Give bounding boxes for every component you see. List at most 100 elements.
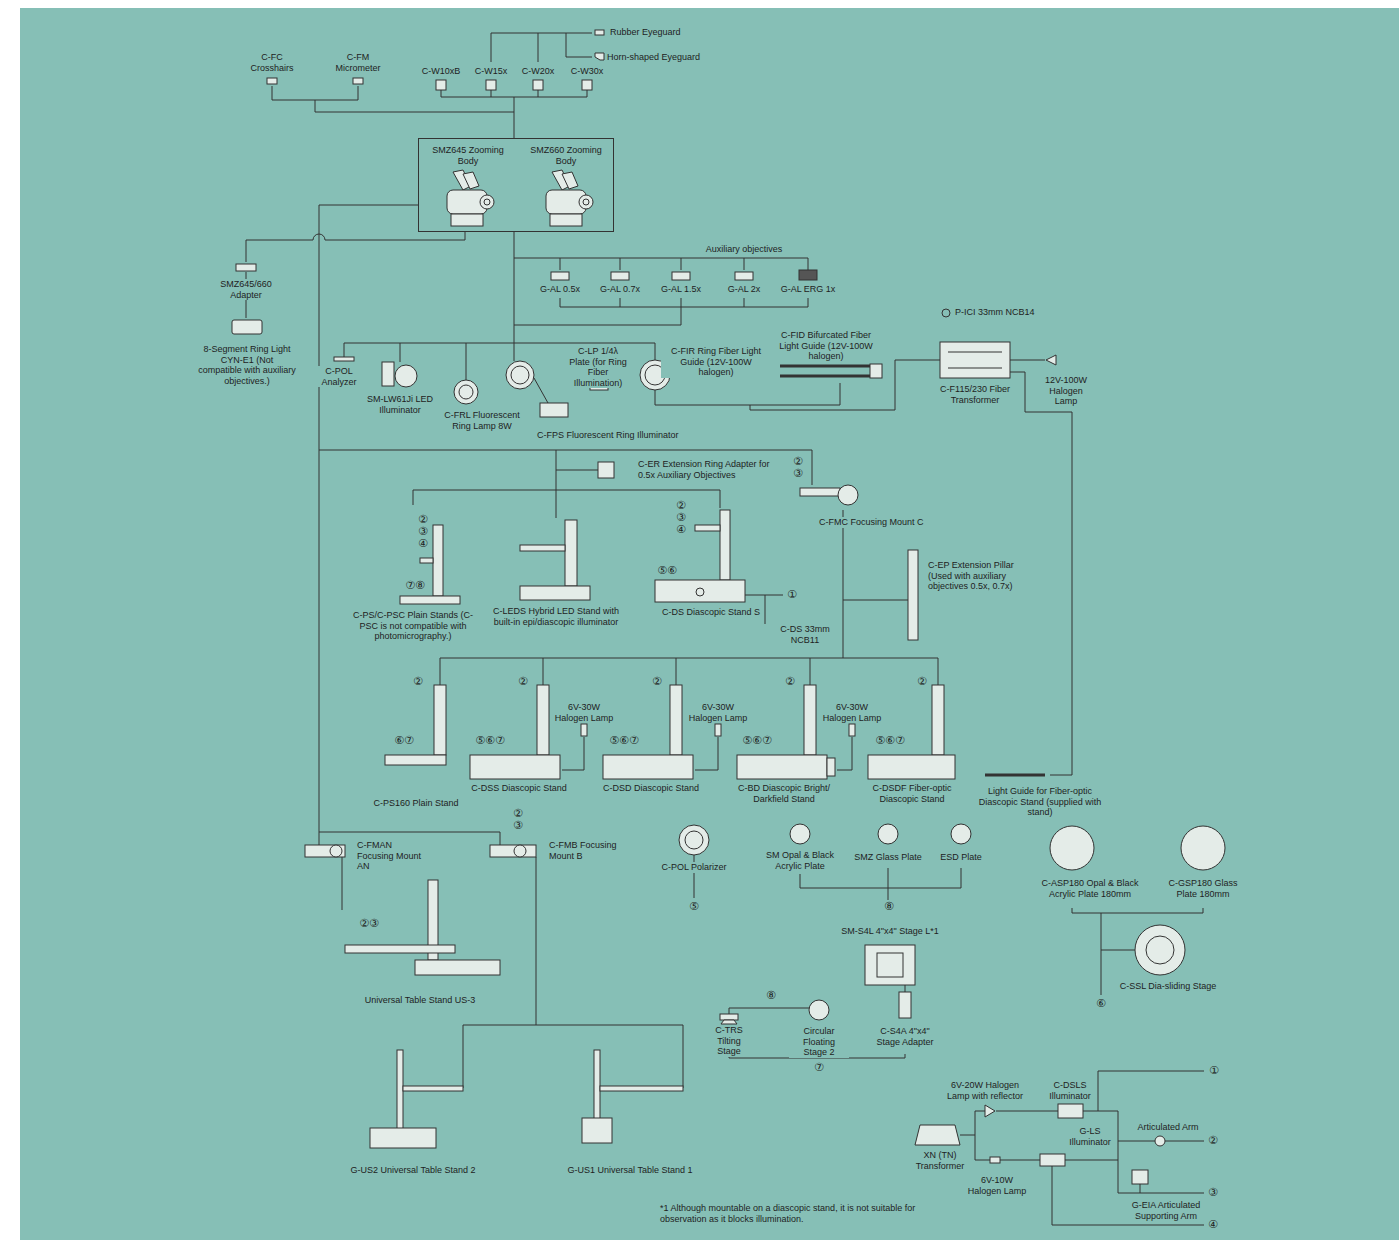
part-illustration [385, 755, 446, 765]
callout-number: ⑥⑦ [394, 735, 414, 747]
callout-number: ② [418, 514, 428, 526]
part-name: SMZ660 Zooming Body [521, 145, 611, 166]
part-illustration [985, 774, 1045, 777]
part-illustration [827, 758, 835, 776]
part-illustration [395, 365, 417, 387]
body-group-box: SMZ645 Zooming Body SMZ660 Zooming Body [418, 138, 614, 232]
part-illustration [334, 357, 354, 361]
connector-line [319, 450, 812, 518]
part-illustration [520, 586, 590, 600]
part-illustration [345, 945, 455, 953]
connector-line [342, 857, 343, 910]
connector-line [272, 86, 514, 112]
part-illustration [579, 195, 593, 209]
part-label: SM Opal & Black Acrylic Plate [755, 850, 845, 871]
part-illustration [565, 520, 577, 586]
connector-line [960, 1111, 1058, 1135]
part-name: SMZ645 Zooming Body [423, 145, 513, 166]
part-label: ESD Plate [939, 852, 983, 863]
part-illustration [655, 580, 745, 602]
part-label: C-W30x [570, 66, 605, 77]
part-illustration [790, 824, 810, 844]
callout-number: ⑥ [1096, 998, 1106, 1010]
part-label: C-FRL Fluorescent Ring Lamp 8W [442, 410, 522, 431]
callout-number: ② [652, 676, 662, 688]
callout-number: ② [1208, 1135, 1218, 1147]
part-label: *1 Although mountable on a diascopic sta… [659, 1203, 949, 1224]
connector-line [843, 600, 908, 601]
callout-number: ⑧ [766, 990, 776, 1002]
part-label: C-FID Bifurcated Fiber Light Guide (12V-… [774, 330, 879, 362]
part-illustration [672, 272, 690, 280]
part-illustration [470, 755, 560, 779]
connector-line [441, 90, 587, 138]
part-label: C-SSL Dia-sliding Stage [1119, 981, 1218, 992]
part-label: G-AL ERG 1x [780, 284, 837, 295]
part-label: C-FM Micrometer [331, 52, 386, 73]
part-illustration [915, 1125, 960, 1145]
part-illustration [598, 462, 614, 478]
part-illustration [899, 992, 911, 1018]
part-illustration [611, 272, 629, 280]
part-illustration [720, 1014, 738, 1020]
part-illustration [490, 845, 536, 857]
part-illustration [533, 80, 543, 90]
part-illustration [1058, 1104, 1083, 1118]
part-illustration [506, 361, 534, 389]
callout-number: ② [676, 500, 686, 512]
connector-line [1118, 1141, 1204, 1193]
part-illustration [1146, 936, 1174, 964]
part-label: C-TRS Tilting Stage [704, 1025, 754, 1057]
part-illustration [942, 309, 950, 317]
part-label: C-DSS Diascopic Stand [470, 783, 568, 794]
part-label: G-US1 Universal Table Stand 1 [567, 1165, 694, 1176]
part-illustration [514, 845, 526, 857]
part-illustration [849, 724, 855, 736]
part-label: C-POL Polarizer [660, 862, 727, 873]
part-illustration [330, 845, 342, 857]
part-illustration [520, 545, 565, 551]
part-label: 6V-30W Halogen Lamp [553, 702, 615, 723]
part-illustration [721, 1020, 737, 1024]
part-illustration [679, 825, 709, 855]
callout-number: ③ [676, 512, 686, 524]
part-illustration [737, 755, 827, 779]
part-illustration [420, 558, 433, 563]
part-illustration [403, 1086, 463, 1091]
part-label: Circular Floating Stage 2 [789, 1026, 849, 1058]
callout-number: ④ [676, 524, 686, 536]
part-illustration [459, 385, 473, 399]
part-illustration [232, 30, 1225, 1184]
callout-number: ④ [418, 538, 428, 550]
part-label: C-DSD Diascopic Stand [602, 783, 700, 794]
part-label: C-DS 33mm NCB11 [778, 624, 833, 645]
part-illustration [809, 1000, 829, 1020]
part-illustration [397, 1050, 403, 1130]
connector-line [905, 985, 906, 992]
callout-number: ⑤⑥⑦ [875, 735, 905, 747]
part-illustration [454, 380, 478, 404]
part-label: C-BD Diascopic Bright/ Darkfield Stand [737, 783, 832, 804]
part-illustration [868, 755, 955, 779]
part-illustration [908, 550, 918, 640]
part-label: C-FMB Focusing Mount B [548, 840, 623, 861]
part-illustration [540, 403, 568, 417]
part-label: 6V-30W Halogen Lamp [687, 702, 749, 723]
part-illustration [1155, 1136, 1165, 1146]
part-illustration [696, 588, 704, 596]
part-label: C-PS/C-PSC Plain Stands (C-PSC is not co… [351, 610, 476, 642]
part-label: 6V-20W Halogen Lamp with reflector [940, 1080, 1030, 1101]
part-label: C-EP Extension Pillar (Used with auxilia… [927, 560, 1022, 592]
part-illustration [877, 953, 903, 977]
part-label: Universal Table Stand US-3 [364, 995, 476, 1006]
part-label: G-EIA Articulated Supporting Arm [1121, 1200, 1211, 1221]
part-label: C-FC Crosshairs [247, 52, 297, 73]
part-label: Horn-shaped Eyeguard [606, 52, 701, 63]
part-label: 12V-100W Halogen Lamp [1036, 375, 1096, 407]
part-label: C-W10xB [421, 66, 462, 77]
part-label: C-LEDS Hybrid LED Stand with built-in ep… [489, 606, 624, 627]
callout-number: ③ [418, 526, 428, 538]
part-illustration [486, 80, 496, 90]
part-label: C-FIR Ring Fiber Light Guide (12V-100W h… [661, 346, 771, 378]
